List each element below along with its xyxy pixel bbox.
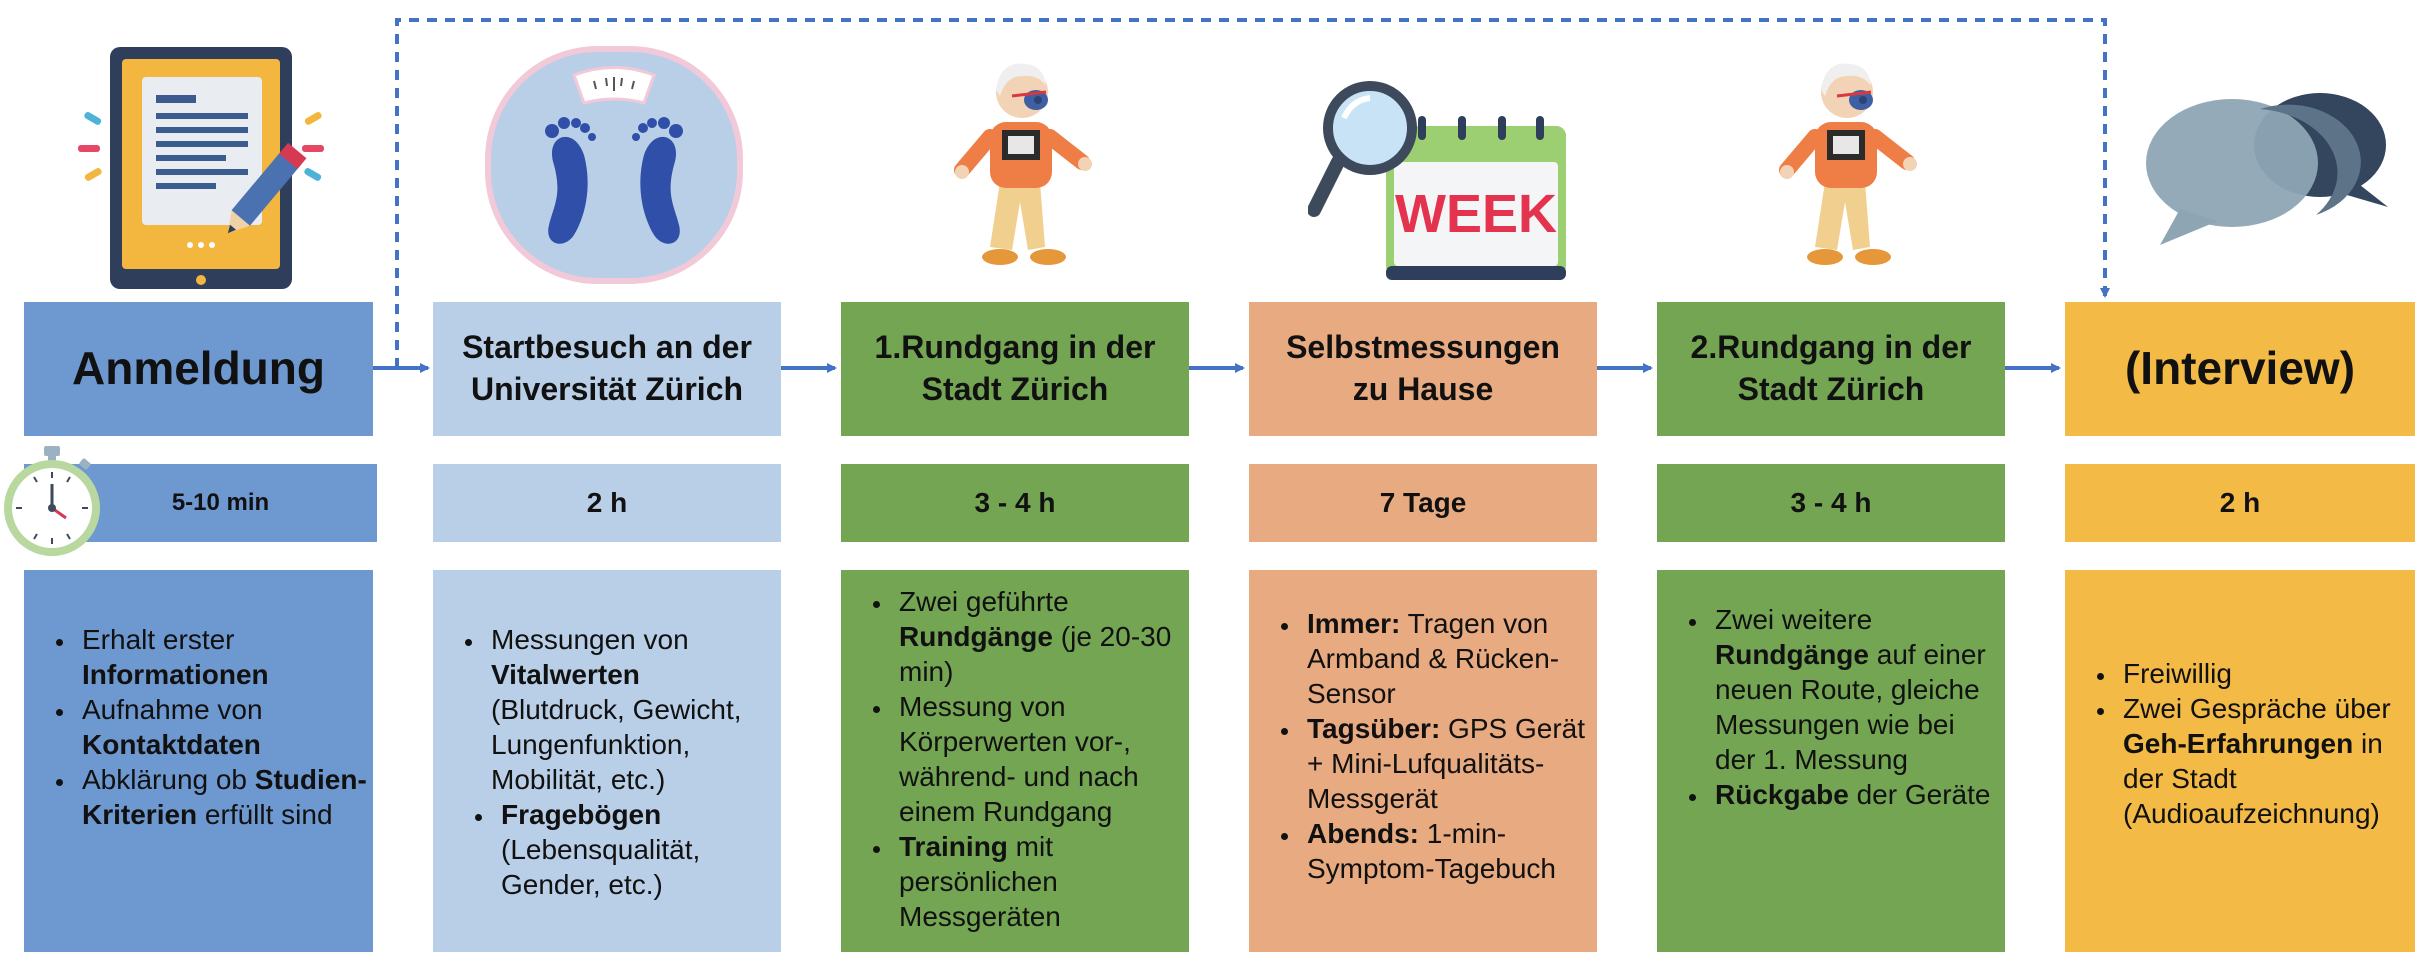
list-item: Aufnahme von Kontaktdaten xyxy=(76,692,367,762)
tablet-document-icon xyxy=(78,47,324,289)
step-4-title-line2: zu Hause xyxy=(1352,371,1494,407)
list-item: Zwei geführte Rundgänge (je 20-30 min) xyxy=(893,584,1175,689)
step-1-details: Erhalt erster Informationen Aufnahme von… xyxy=(24,570,373,952)
list-item: Erhalt erster Informationen xyxy=(76,622,367,692)
list-item: Training mit persönlichen Messgeräten xyxy=(893,829,1175,934)
list-item: Abends: 1-min-Symptom-Tagebuch xyxy=(1301,816,1585,886)
step-3-details: Zwei geführte Rundgänge (je 20-30 min) M… xyxy=(841,570,1189,952)
list-item: Freiwillig xyxy=(2117,656,2405,691)
step-4-details: Immer: Tragen von Armband & Rücken-Senso… xyxy=(1249,570,1597,952)
step-6-details: Freiwillig Zwei Gespräche über Geh-Erfah… xyxy=(2065,570,2415,952)
step-2-details: Messungen von Vitalwerten (Blutdruck, Ge… xyxy=(433,570,781,952)
step-3-list: Zwei geführte Rundgänge (je 20-30 min) M… xyxy=(841,584,1175,934)
step-6-duration: 2 h xyxy=(2065,464,2415,542)
list-item: Tagsüber: GPS Gerät + Mini-Lufqualitäts-… xyxy=(1301,711,1585,816)
step-3-title-line2: Stadt Zürich xyxy=(921,371,1109,407)
step-4-title: Selbstmessungen zu Hause xyxy=(1249,302,1597,436)
list-item: Messung von Körperwerten vor-, während- … xyxy=(893,689,1175,829)
step-5-title: 2.Rundgang in der Stadt Zürich xyxy=(1657,302,2005,436)
walking-senior-mask-icon-2 xyxy=(1779,63,1917,265)
step-4-duration: 7 Tage xyxy=(1249,464,1597,542)
step-3-title: 1.Rundgang in der Stadt Zürich xyxy=(841,302,1189,436)
step-6-list: Freiwillig Zwei Gespräche über Geh-Erfah… xyxy=(2065,656,2405,831)
step-5-list: Zwei weitere Rundgänge auf einer neuen R… xyxy=(1657,602,1991,812)
step-2-duration: 2 h xyxy=(433,464,781,542)
speech-bubbles-icon xyxy=(2146,93,2388,245)
step-5-duration: 3 - 4 h xyxy=(1657,464,2005,542)
list-item: Immer: Tragen von Armband & Rücken-Senso… xyxy=(1301,606,1585,711)
step-5-title-line1: 2.Rundgang in der xyxy=(1690,329,1972,366)
step-6-title: (Interview) xyxy=(2065,302,2415,436)
step-1-list: Erhalt erster Informationen Aufnahme von… xyxy=(24,622,367,832)
magnifier-calendar-icon: WEEK xyxy=(1308,81,1566,280)
step-1-title: Anmeldung xyxy=(24,302,373,436)
list-item: Zwei Gespräche über Geh-Erfahrungen in d… xyxy=(2117,691,2405,831)
stopwatch-icon xyxy=(4,446,100,556)
step-2-list: Messungen von Vitalwerten (Blutdruck, Ge… xyxy=(433,622,773,902)
walking-senior-mask-icon xyxy=(954,63,1092,265)
step-4-title-line1: Selbstmessungen xyxy=(1286,329,1560,366)
body-scale-icon xyxy=(485,46,743,284)
step-2-title-line1: Startbesuch an der xyxy=(462,329,752,366)
list-item: Messungen von Vitalwerten (Blutdruck, Ge… xyxy=(485,622,773,797)
list-item: Zwei weitere Rundgänge auf einer neuen R… xyxy=(1709,602,1991,777)
step-5-title-line2: Stadt Zürich xyxy=(1737,371,1925,407)
step-2-title: Startbesuch an der Universität Zürich xyxy=(433,302,781,436)
calendar-week-text: WEEK xyxy=(1395,184,1557,244)
step-2-title-line2: Universität Zürich xyxy=(470,371,744,407)
list-item: Abklärung ob Studien-Kriterien erfüllt s… xyxy=(76,762,367,832)
step-4-list: Immer: Tragen von Armband & Rücken-Senso… xyxy=(1249,606,1585,886)
step-3-duration: 3 - 4 h xyxy=(841,464,1189,542)
step-5-details: Zwei weitere Rundgänge auf einer neuen R… xyxy=(1657,570,2005,952)
step-3-title-line1: 1.Rundgang in der xyxy=(874,329,1156,366)
list-item: Fragebögen (Lebensqualität, Gender, etc.… xyxy=(495,797,773,902)
list-item: Rückgabe der Geräte xyxy=(1709,777,1991,812)
